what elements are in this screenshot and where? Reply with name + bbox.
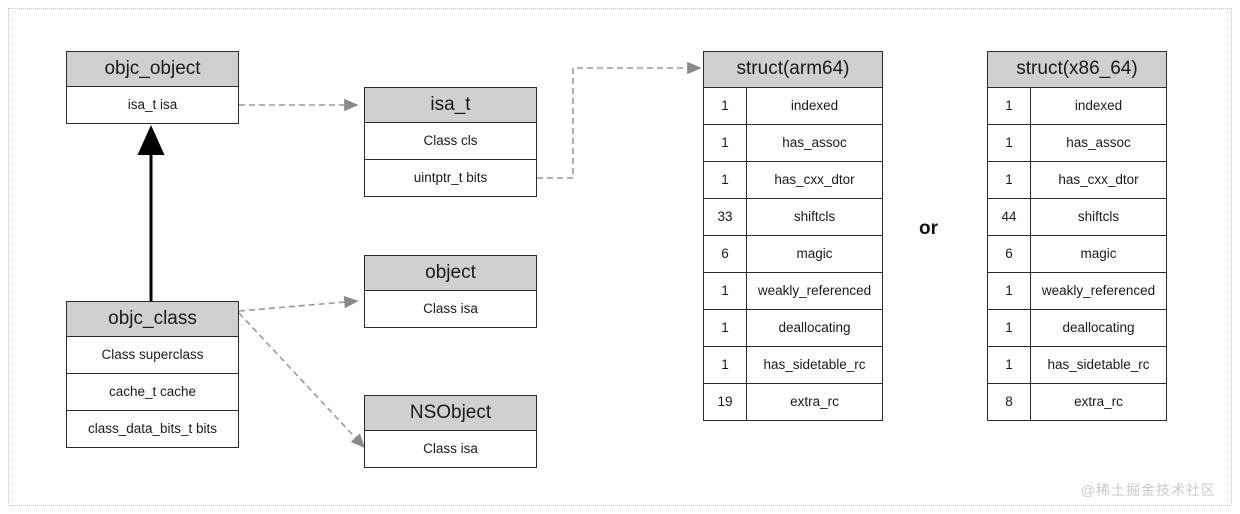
struct-field-name: shiftcls	[1077, 209, 1120, 224]
class-box-object: object Class isa	[364, 255, 537, 328]
struct-row: 1 has_sidetable_rc	[704, 347, 882, 384]
struct-field-name: indexed	[1074, 98, 1123, 113]
class-field-isa: isa_t isa	[67, 87, 238, 123]
struct-title-arm64: struct(arm64)	[704, 52, 882, 88]
struct-bits: 33	[704, 199, 747, 235]
struct-row: 1 has_cxx_dtor	[704, 162, 882, 199]
struct-field-name: weakly_referenced	[757, 283, 872, 298]
class-field-class-cls: Class cls	[365, 123, 536, 160]
struct-field-name: has_assoc	[1066, 135, 1131, 150]
struct-row: 1 has_cxx_dtor	[988, 162, 1166, 199]
class-field-nsobject-isa: Class isa	[365, 431, 536, 467]
class-title-objc-object: objc_object	[67, 52, 238, 87]
class-box-objc-class: objc_class Class superclass cache_t cach…	[66, 301, 239, 448]
struct-bits: 1	[704, 310, 747, 346]
struct-bits: 6	[704, 236, 747, 272]
struct-row: 1 has_assoc	[988, 125, 1166, 162]
struct-row: 1 deallocating	[704, 310, 882, 347]
struct-field-name: magic	[796, 246, 833, 261]
class-field-cache: cache_t cache	[67, 374, 238, 411]
struct-row: 1 indexed	[988, 88, 1166, 125]
struct-row: 1 has_sidetable_rc	[988, 347, 1166, 384]
struct-field-name: extra_rc	[790, 394, 839, 409]
connector-isat-to-struct-arm64	[537, 61, 702, 179]
struct-row: 1 deallocating	[988, 310, 1166, 347]
struct-bits: 19	[704, 384, 747, 420]
struct-bits: 1	[988, 162, 1031, 198]
struct-row: 44 shiftcls	[988, 199, 1166, 236]
struct-row: 8 extra_rc	[988, 384, 1166, 420]
struct-bits: 1	[988, 347, 1031, 383]
class-title-isa-t: isa_t	[365, 88, 536, 123]
struct-bits: 1	[704, 88, 747, 124]
struct-bits: 1	[988, 125, 1031, 161]
or-separator-label: or	[919, 218, 938, 239]
class-field-object-isa: Class isa	[365, 291, 536, 327]
connector-objcclass-to-nsobject	[238, 312, 366, 449]
struct-row: 1 has_assoc	[704, 125, 882, 162]
struct-bits: 1	[704, 162, 747, 198]
struct-bits: 1	[988, 88, 1031, 124]
struct-table-x86-64: struct(x86_64) 1 indexed 1 has_assoc 1 h…	[987, 51, 1167, 421]
struct-row: 1 weakly_referenced	[988, 273, 1166, 310]
class-title-object: object	[365, 256, 536, 291]
struct-field-name: weakly_referenced	[1041, 283, 1156, 298]
struct-row: 1 indexed	[704, 88, 882, 125]
struct-row: 6 magic	[988, 236, 1166, 273]
struct-field-name: has_cxx_dtor	[1058, 172, 1139, 187]
struct-row: 33 shiftcls	[704, 199, 882, 236]
struct-field-name: deallocating	[1062, 320, 1135, 335]
struct-row: 19 extra_rc	[704, 384, 882, 420]
connector-objcclass-to-object	[238, 295, 359, 312]
struct-field-name: has_sidetable_rc	[1047, 357, 1150, 372]
struct-field-name: has_assoc	[782, 135, 847, 150]
class-field-uintptr-bits: uintptr_t bits	[365, 160, 536, 196]
struct-table-arm64: struct(arm64) 1 indexed 1 has_assoc 1 ha…	[703, 51, 883, 421]
struct-field-name: has_cxx_dtor	[774, 172, 855, 187]
struct-field-name: has_sidetable_rc	[763, 357, 866, 372]
struct-row: 6 magic	[704, 236, 882, 273]
struct-field-name: magic	[1080, 246, 1117, 261]
struct-bits: 1	[704, 347, 747, 383]
watermark: @稀土掘金技术社区	[1080, 482, 1216, 498]
struct-bits: 8	[988, 384, 1031, 420]
struct-bits: 1	[988, 273, 1031, 309]
class-field-class-data-bits: class_data_bits_t bits	[67, 411, 238, 447]
struct-bits: 1	[704, 125, 747, 161]
class-field-superclass: Class superclass	[67, 337, 238, 374]
class-title-objc-class: objc_class	[67, 302, 238, 337]
struct-title-x86-64: struct(x86_64)	[988, 52, 1166, 88]
struct-field-name: indexed	[790, 98, 839, 113]
struct-bits: 1	[704, 273, 747, 309]
struct-field-name: extra_rc	[1074, 394, 1123, 409]
class-title-nsobject: NSObject	[365, 396, 536, 431]
struct-bits: 1	[988, 310, 1031, 346]
struct-field-name: deallocating	[778, 320, 851, 335]
struct-bits: 6	[988, 236, 1031, 272]
class-box-isa-t: isa_t Class cls uintptr_t bits	[364, 87, 537, 197]
class-box-nsobject: NSObject Class isa	[364, 395, 537, 468]
struct-bits: 44	[988, 199, 1031, 235]
struct-row: 1 weakly_referenced	[704, 273, 882, 310]
class-box-objc-object: objc_object isa_t isa	[66, 51, 239, 124]
struct-field-name: shiftcls	[793, 209, 836, 224]
